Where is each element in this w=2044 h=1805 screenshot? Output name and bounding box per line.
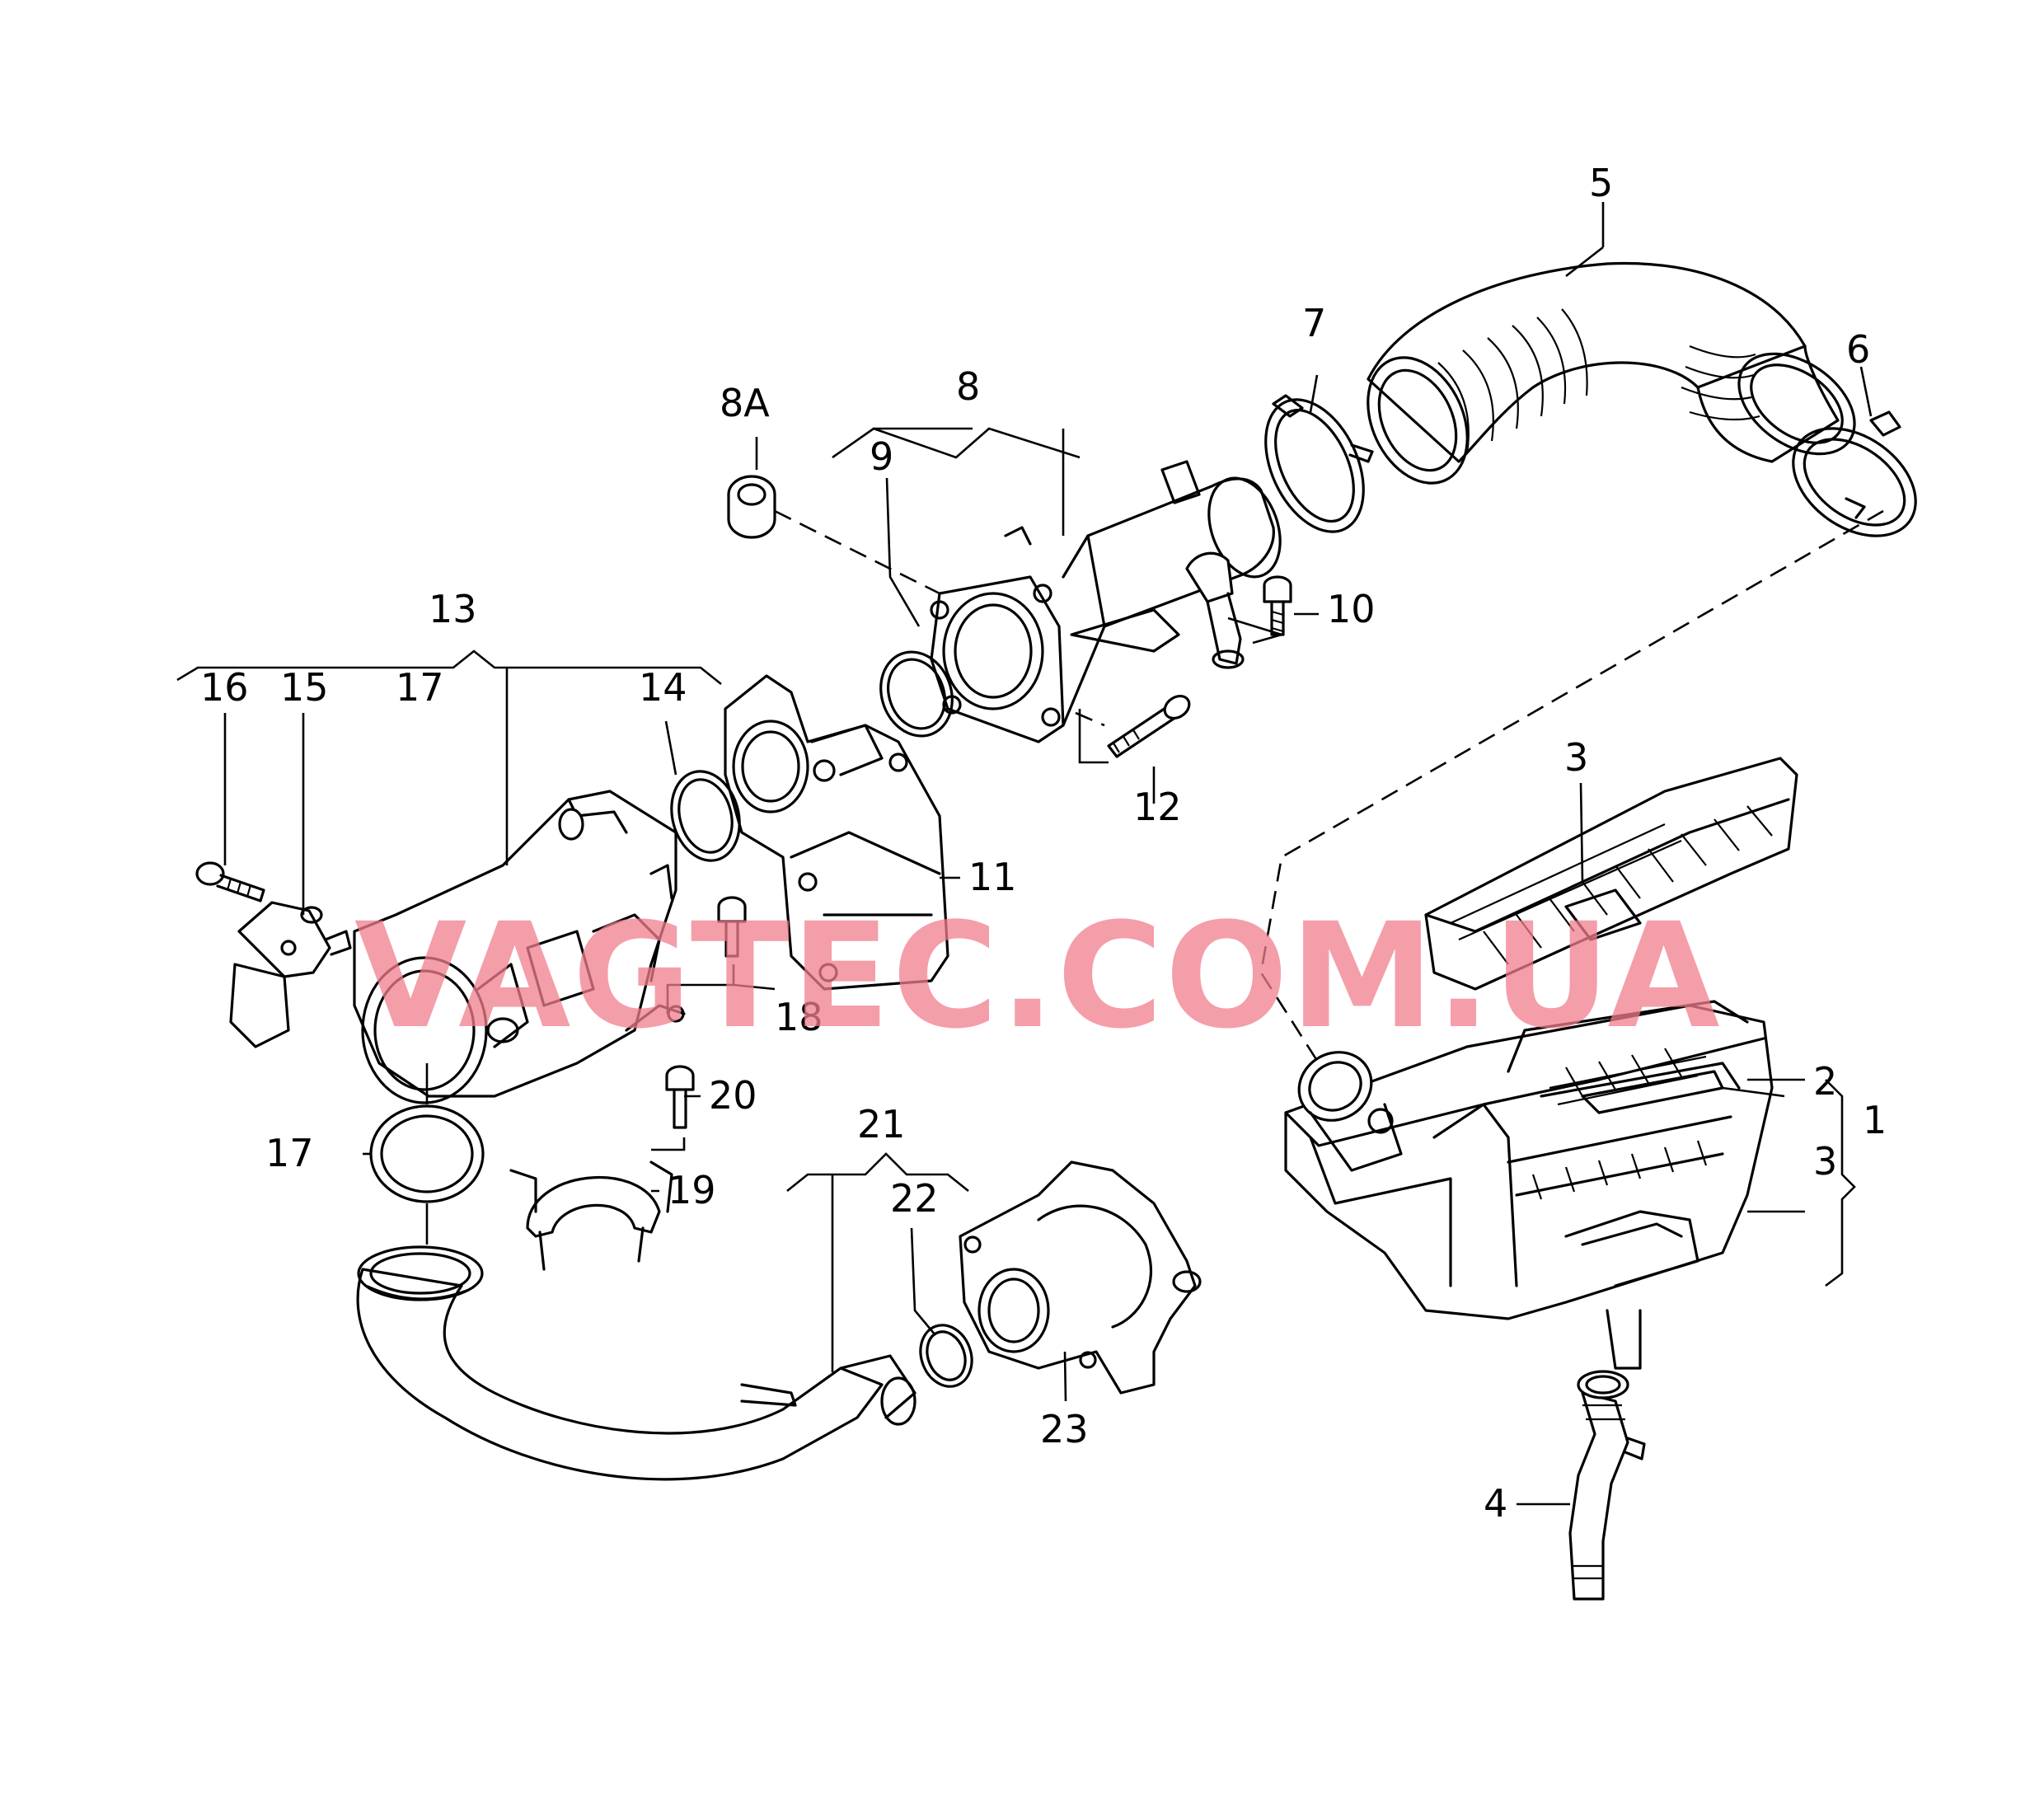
part-18-screw[interactable] <box>717 896 747 958</box>
part-16-screw[interactable] <box>195 861 265 902</box>
part-10-bolt[interactable] <box>1263 575 1292 636</box>
leader-lines <box>176 202 1873 1506</box>
callout-23: 23 <box>1040 1407 1089 1451</box>
callout-10: 10 <box>1327 587 1376 631</box>
callout-1: 1 <box>1863 1098 1887 1142</box>
part-7-hose-clamp[interactable] <box>1246 384 1383 547</box>
part-13-intake-flap-housing[interactable] <box>353 790 686 1104</box>
part-22-seal-ring[interactable] <box>912 1318 980 1394</box>
part-9-seal-ring[interactable] <box>870 642 964 746</box>
callout-19: 19 <box>668 1168 716 1212</box>
callout-9: 9 <box>870 434 893 479</box>
callout-21: 21 <box>857 1102 906 1146</box>
callout-13: 13 <box>429 587 477 631</box>
assembly-line-8a <box>774 509 940 595</box>
part-12-long-bolt[interactable] <box>1107 692 1193 758</box>
callout-17a: 17 <box>396 665 444 710</box>
assembly-line-6-to-housing <box>1259 509 1884 1064</box>
part-19-bracket[interactable] <box>509 1160 673 1271</box>
callout-20: 20 <box>709 1073 757 1118</box>
callout-8: 8 <box>956 364 980 409</box>
part-15-pressure-sensor[interactable] <box>229 901 352 1048</box>
callout-16: 16 <box>200 665 249 710</box>
watermark: VAGTEC.COM.UA <box>354 892 1722 1061</box>
callout-5: 5 <box>1589 161 1613 205</box>
part-20-screw[interactable] <box>665 1065 695 1129</box>
part-5-air-hose-elbow[interactable] <box>1348 261 1873 499</box>
part-4-drain-hose[interactable] <box>1568 1370 1646 1601</box>
callout-17b: 17 <box>265 1131 314 1175</box>
part-6-hose-clamp[interactable] <box>1773 406 1935 558</box>
callout-11: 11 <box>968 855 1017 899</box>
callout-14: 14 <box>639 665 687 710</box>
part-14-seal-ring[interactable] <box>662 764 749 869</box>
callout-8a: 8A <box>720 381 770 425</box>
callout-7: 7 <box>1302 301 1326 345</box>
callout-12: 12 <box>1133 785 1182 829</box>
part-8a-rubber-bush[interactable] <box>727 475 776 539</box>
part-23-connection-piece[interactable] <box>959 1160 1202 1395</box>
callout-2: 2 <box>1813 1059 1837 1104</box>
part-8-intake-pipe[interactable] <box>930 460 1293 743</box>
callout-15: 15 <box>280 665 329 710</box>
part-11-throttle-module[interactable] <box>724 674 949 991</box>
callout-labels: 5 7 6 8A 8 9 10 13 16 15 17 14 12 11 18 … <box>200 161 1887 1526</box>
part-17-seal-ring[interactable] <box>369 1104 485 1203</box>
callout-22: 22 <box>890 1176 939 1221</box>
part-21-charge-air-pipe[interactable] <box>356 1245 917 1481</box>
callout-3b: 3 <box>1813 1139 1837 1184</box>
callout-4: 4 <box>1484 1481 1507 1526</box>
callout-3a: 3 <box>1564 735 1588 780</box>
callout-18: 18 <box>775 995 823 1039</box>
callout-6: 6 <box>1846 327 1870 372</box>
